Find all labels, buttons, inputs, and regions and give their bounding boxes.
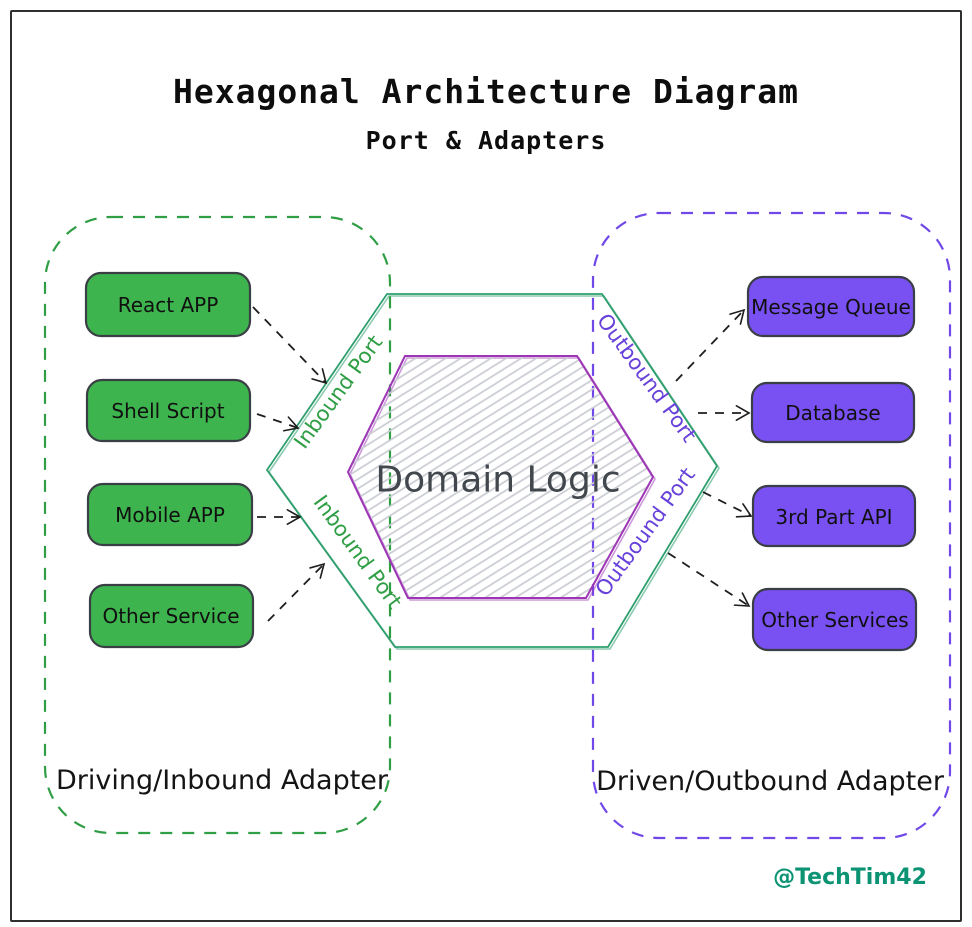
outer-hexagon-sketch [268,295,720,650]
outer-hexagon [265,293,719,648]
arrow-shell-script-to-inbound-port [256,413,300,432]
box-label: Other Services [761,608,908,632]
arrow-outbound-port-to-message-queue [675,308,746,382]
box-shape [84,271,252,338]
box-shape [86,482,254,547]
inbound-adapter-label: Driving/Inbound Adapter [56,765,389,796]
box-label: 3rd Part API [775,505,892,529]
box-label: Mobile APP [115,503,225,527]
box-label: Other Service [102,604,239,628]
box-label: Shell Script [111,399,224,423]
outbound-adapter-label: Driven/Outbound Adapter [596,766,945,797]
domain-hexagon [346,355,655,599]
box-other-service: Other Service [88,583,255,649]
box-react-app: React APP [84,271,252,338]
box-label: Database [785,401,880,425]
box-shape [88,583,255,649]
domain-logic-label: Domain Logic [375,460,620,501]
arrow-react-app-to-inbound-port [252,306,328,385]
box-database: Database [750,381,916,444]
box-label: Message Queue [751,295,911,319]
box-mobile-app: Mobile APP [86,482,254,547]
arrow-outbound-port-to-3rd-part-api [702,491,753,518]
box-shell-script: Shell Script [85,378,252,443]
arrow-outbound-port-to-other-services [667,552,751,607]
diagram-subtitle: Port & Adapters [365,126,607,155]
box-shape [751,484,917,548]
box-shape [85,378,252,443]
box-other-services: Other Services [751,587,918,652]
watermark: @TechTim42 [773,865,927,890]
diagram-title: Hexagonal Architecture Diagram [172,72,800,111]
box-shape [751,587,918,652]
box-3rd-part-api: 3rd Part API [751,484,917,548]
arrow-other-service-to-inbound-port [267,562,326,622]
box-shape [746,275,916,338]
box-shape [750,381,916,444]
box-message-queue: Message Queue [746,275,916,338]
box-label: React APP [118,293,219,317]
